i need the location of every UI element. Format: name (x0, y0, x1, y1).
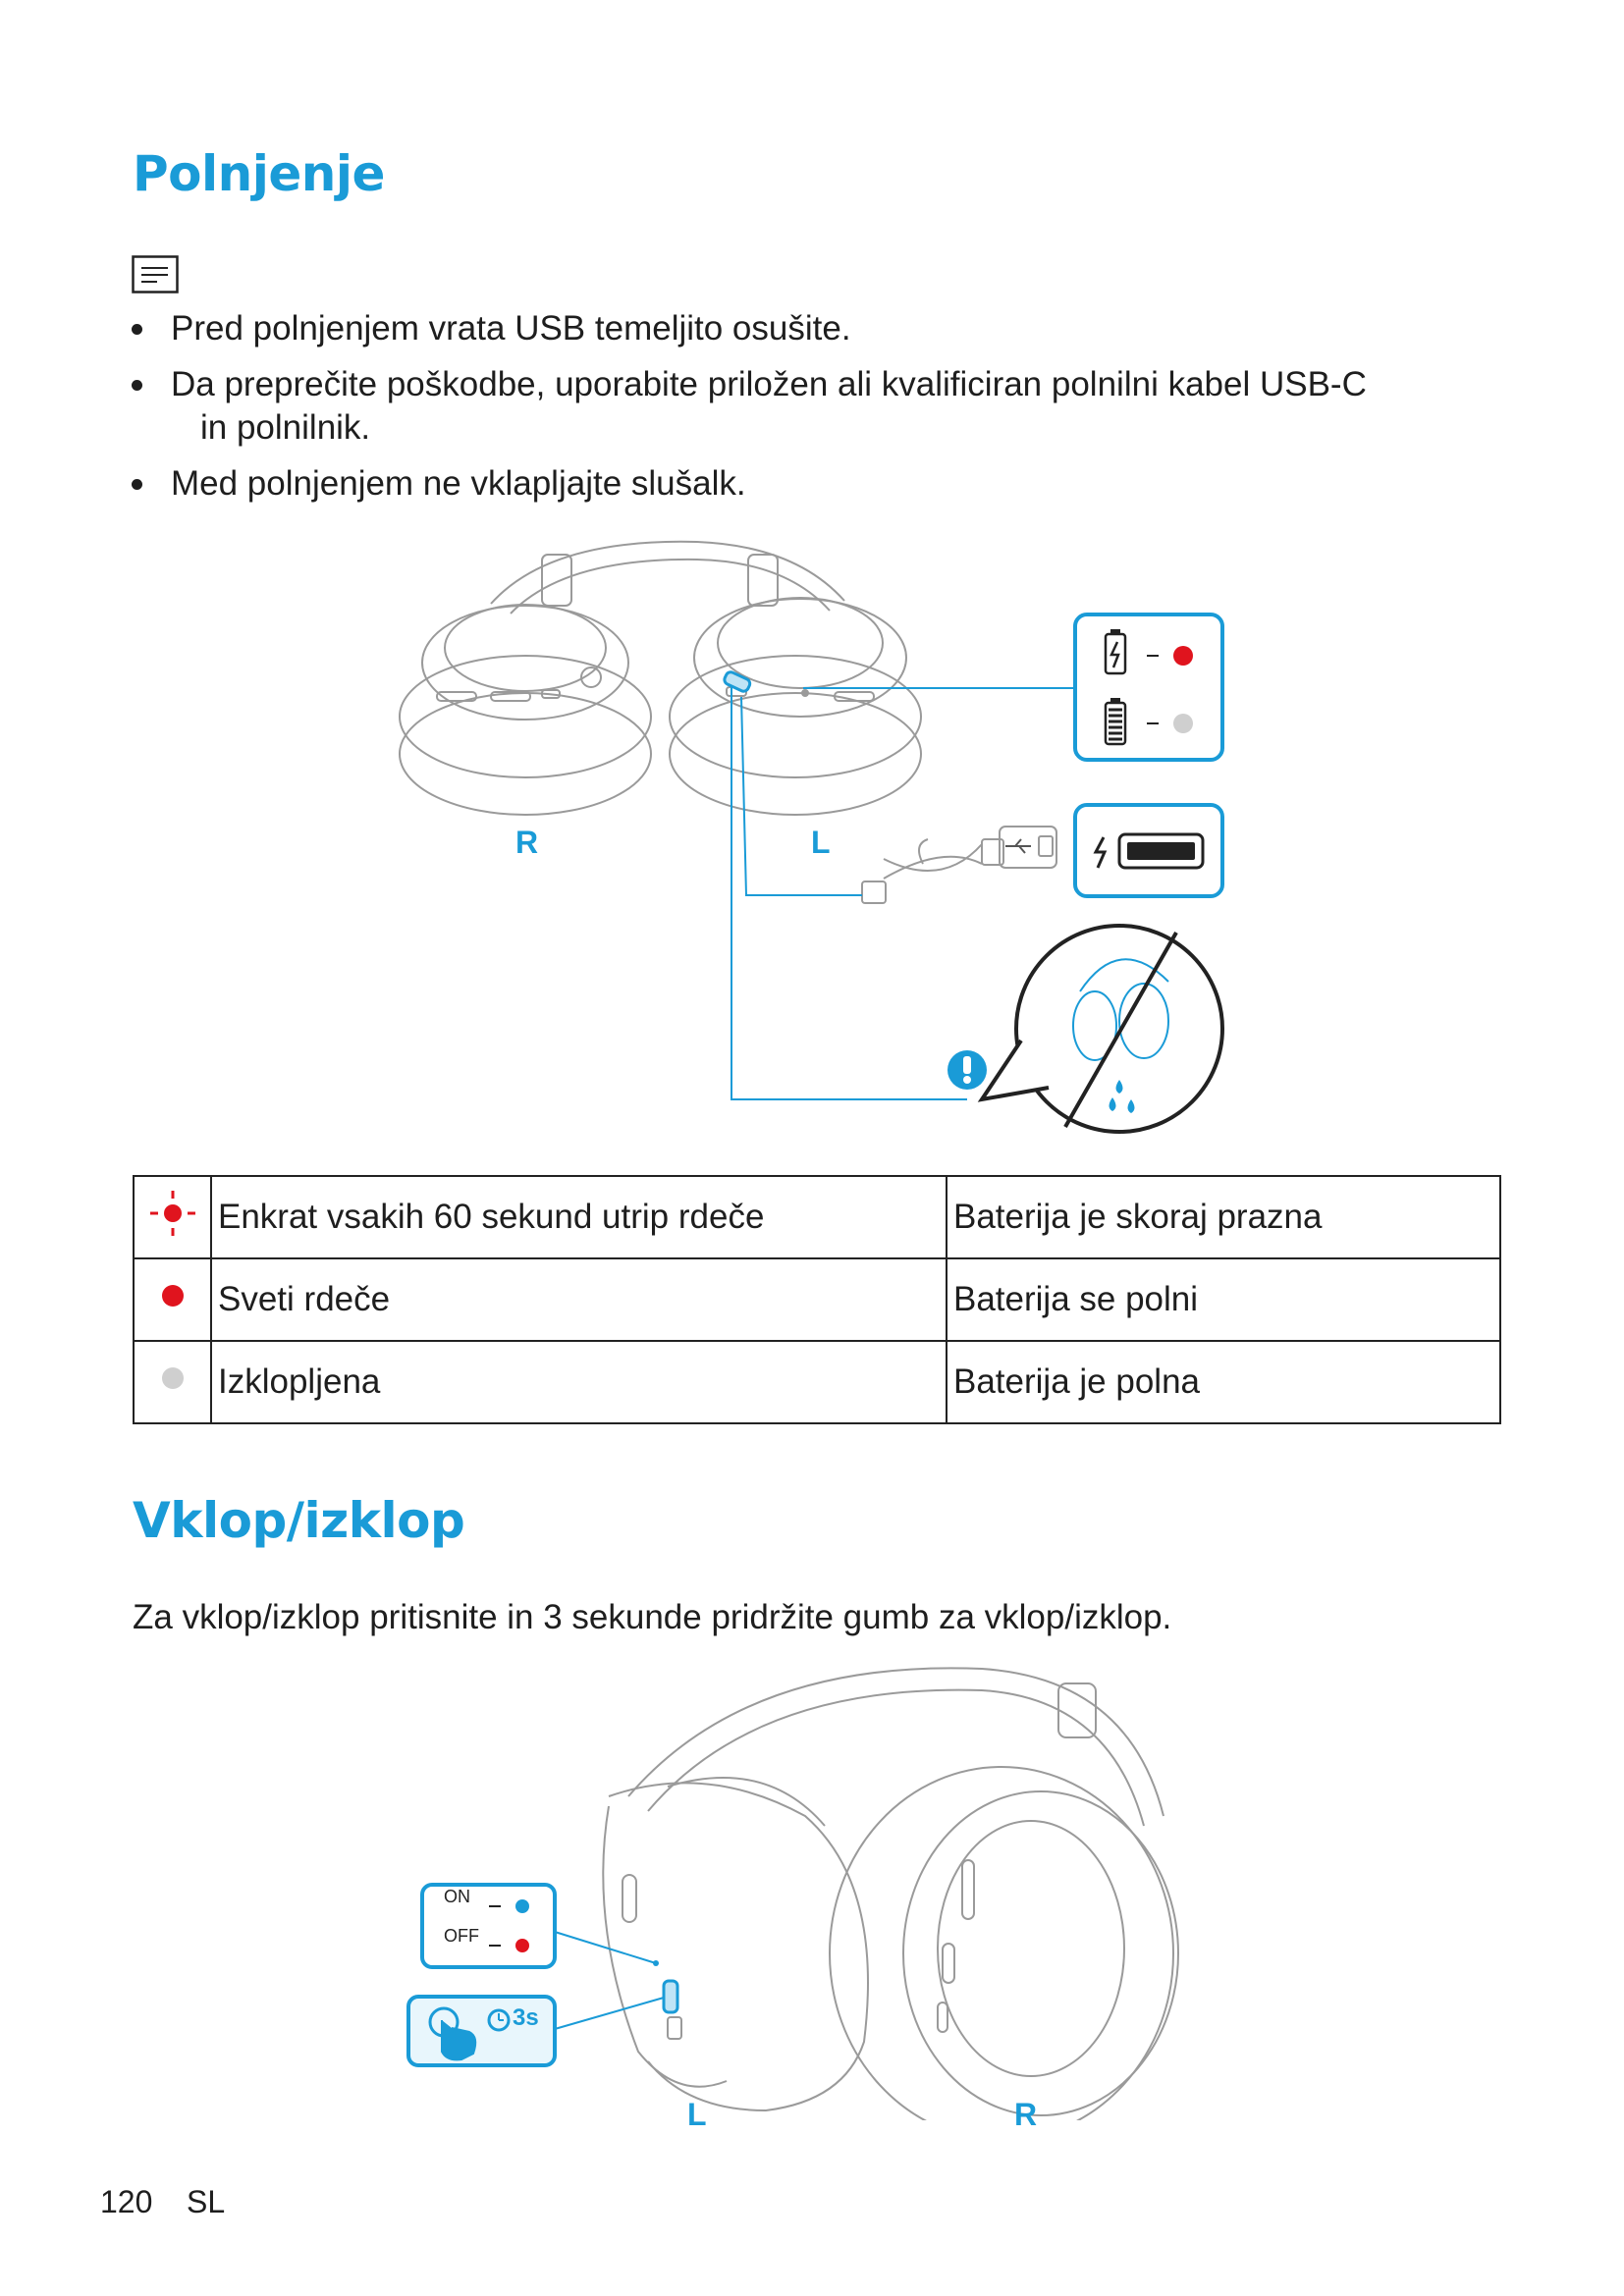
status-cell: Izklopljena (211, 1341, 947, 1423)
hold-time-label: 3s (513, 2004, 539, 2032)
note-icon (132, 255, 181, 294)
meaning-cell: Baterija je skoraj prazna (947, 1176, 1500, 1258)
left-side-label: L (687, 2097, 707, 2133)
meaning-cell: Baterija je polna (947, 1341, 1500, 1423)
right-side-label: R (515, 825, 538, 861)
red-dot-icon (158, 1281, 188, 1310)
right-side-label: R (1014, 2097, 1037, 2133)
language-code: SL (187, 2184, 225, 2220)
bullet-icon (132, 479, 142, 490)
table-row: Sveti rdeče Baterija se polni (134, 1258, 1500, 1341)
grey-dot-icon (158, 1363, 188, 1393)
power-diagram (403, 1659, 1188, 2120)
status-cell: Sveti rdeče (211, 1258, 947, 1341)
note-item: Med polnjenjem ne vklapljajte slušalk. (132, 462, 1506, 506)
led-status-table: Enkrat vsakih 60 sekund utrip rdeče Bate… (133, 1175, 1501, 1424)
section-title-charging: Polnjenje (133, 145, 385, 202)
table-row: Izklopljena Baterija je polna (134, 1341, 1500, 1423)
power-instruction: Za vklop/izklop pritisnite in 3 sekunde … (133, 1596, 1171, 1639)
off-label: OFF (444, 1926, 479, 1947)
red-blink-icon (148, 1189, 197, 1238)
meaning-cell: Baterija se polni (947, 1258, 1500, 1341)
bullet-icon (132, 324, 142, 335)
on-label: ON (444, 1887, 470, 1907)
section-title-power: Vklop/izklop (133, 1492, 464, 1549)
status-cell: Enkrat vsakih 60 sekund utrip rdeče (211, 1176, 947, 1258)
note-item: Pred polnjenjem vrata USB temeljito osuš… (132, 307, 1506, 350)
table-row: Enkrat vsakih 60 sekund utrip rdeče Bate… (134, 1176, 1500, 1258)
note-item: Da preprečite poškodbe, uporabite prilož… (132, 363, 1506, 450)
page-number: 120 (100, 2184, 152, 2220)
left-side-label: L (811, 825, 831, 861)
bullet-icon (132, 380, 142, 391)
